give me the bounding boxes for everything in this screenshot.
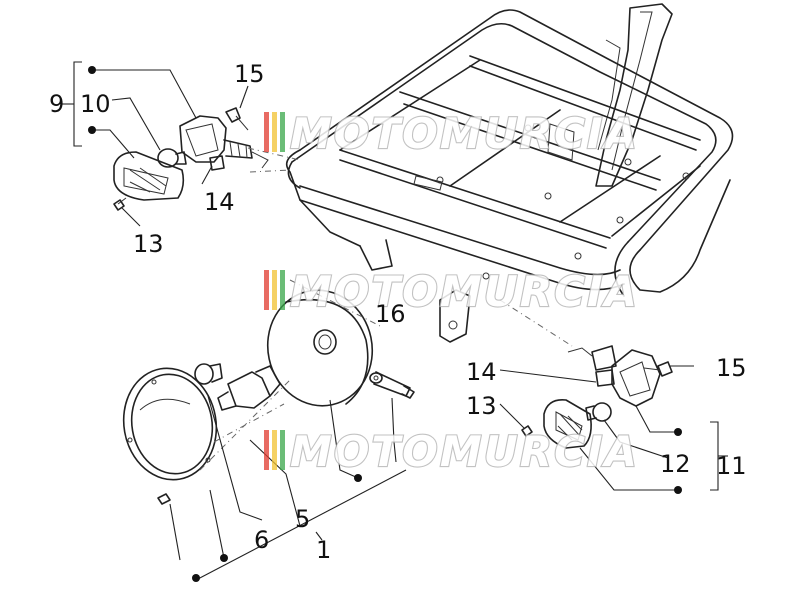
watermark-text: MOTOMURCIA (290, 267, 639, 316)
right-turn-signal (521, 345, 673, 449)
watermark-text: MOTOMURCIA (290, 109, 639, 158)
callout-numbers: 9 10 15 14 13 16 14 15 13 12 11 5 6 1 (49, 60, 747, 564)
watermark-logo-2: MOTOMURCIA (264, 266, 639, 317)
callout-13: 13 (466, 392, 497, 420)
callout-11: 11 (716, 452, 747, 480)
left-turn-signal (113, 107, 269, 211)
callout-16: 16 (375, 300, 406, 328)
watermark: MOTOMURCIA MOTOMURCIA MOTOMURCIA (264, 108, 639, 477)
luggage-rack (285, 3, 734, 343)
watermark-stripe (280, 430, 285, 470)
watermark-stripe (264, 430, 269, 470)
callout-5: 5 (295, 505, 310, 533)
callout-6: 6 (254, 526, 269, 554)
watermark-logo-3: MOTOMURCIA (264, 426, 639, 477)
callout-10: 10 (80, 90, 111, 118)
callout-14: 14 (466, 358, 497, 386)
callout-15: 15 (234, 60, 265, 88)
watermark-stripe (264, 112, 269, 152)
callout-14: 14 (204, 188, 235, 216)
callout-9: 9 (49, 90, 64, 118)
watermark-stripe (272, 112, 277, 152)
watermark-logo-1: MOTOMURCIA (264, 108, 639, 159)
watermark-text: MOTOMURCIA (290, 427, 639, 476)
watermark-stripe (272, 430, 277, 470)
callout-15: 15 (716, 354, 747, 382)
callout-12: 12 (660, 450, 691, 478)
callout-13: 13 (133, 230, 164, 258)
leader-lines (62, 61, 728, 582)
watermark-stripe (272, 270, 277, 310)
assembly-lines (199, 147, 573, 471)
headlight-assembly (122, 289, 415, 505)
watermark-stripe (264, 270, 269, 310)
callout-1: 1 (316, 536, 331, 564)
watermark-stripe (280, 112, 285, 152)
watermark-stripe (280, 270, 285, 310)
